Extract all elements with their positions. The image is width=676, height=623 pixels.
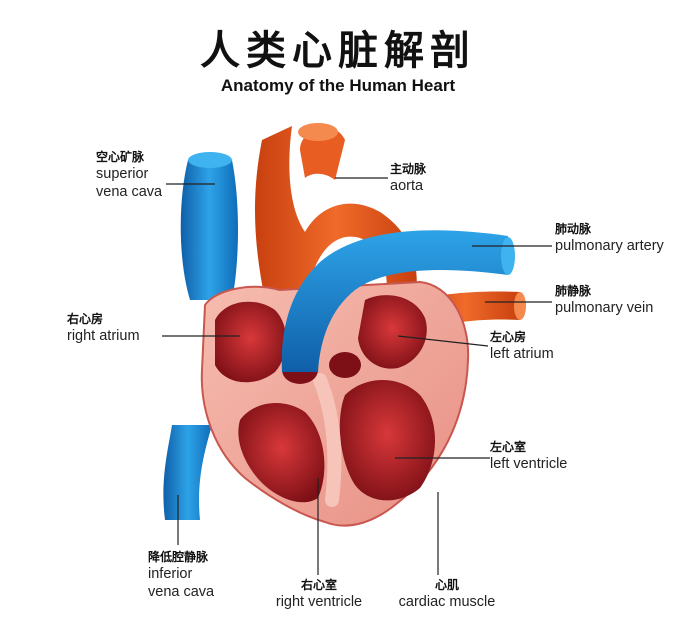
label-cardiac-muscle: 心肌 cardiac muscle: [388, 578, 506, 611]
left-ventricle-chamber: [340, 380, 435, 500]
superior-vena-cava-vessel: [181, 160, 238, 300]
label-inferior-vena-cava: 降低腔静脉 inferior vena cava: [148, 550, 214, 601]
label-inferior-vena-cava-en-2: vena cava: [148, 583, 214, 601]
label-pulmonary-vein-zh: 肺静脉: [555, 284, 653, 299]
label-pulmonary-artery-zh: 肺动脉: [555, 222, 664, 237]
label-pulmonary-artery-en: pulmonary artery: [555, 237, 664, 255]
label-left-ventricle-zh: 左心室: [490, 440, 567, 455]
label-right-atrium-zh: 右心房: [67, 312, 140, 327]
label-left-ventricle: 左心室 left ventricle: [490, 440, 567, 473]
label-cardiac-muscle-en: cardiac muscle: [388, 593, 506, 611]
label-right-ventricle: 右心室 right ventricle: [262, 578, 376, 611]
label-left-atrium: 左心房 left atrium: [490, 330, 554, 363]
label-left-ventricle-en: left ventricle: [490, 455, 567, 473]
label-right-ventricle-en: right ventricle: [262, 593, 376, 611]
right-atrium-chamber: [215, 302, 286, 383]
label-left-atrium-zh: 左心房: [490, 330, 554, 345]
label-right-atrium-en: right atrium: [67, 327, 140, 345]
label-pulmonary-vein: 肺静脉 pulmonary vein: [555, 284, 653, 317]
inferior-vena-cava-vessel: [163, 425, 212, 520]
label-right-atrium: 右心房 right atrium: [67, 312, 140, 345]
label-pulmonary-vein-en: pulmonary vein: [555, 299, 653, 317]
label-left-atrium-en: left atrium: [490, 345, 554, 363]
label-inferior-vena-cava-zh: 降低腔静脉: [148, 550, 214, 565]
label-superior-vena-cava: 空心矿脉 superior vena cava: [96, 150, 162, 201]
label-aorta-zh: 主动脉: [390, 162, 426, 177]
label-superior-vena-cava-en-1: superior: [96, 165, 162, 183]
label-aorta: 主动脉 aorta: [390, 162, 426, 195]
label-right-ventricle-zh: 右心室: [262, 578, 376, 593]
label-superior-vena-cava-en-2: vena cava: [96, 183, 162, 201]
label-cardiac-muscle-zh: 心肌: [388, 578, 506, 593]
label-superior-vena-cava-zh: 空心矿脉: [96, 150, 162, 165]
label-aorta-en: aorta: [390, 177, 426, 195]
label-pulmonary-artery: 肺动脉 pulmonary artery: [555, 222, 664, 255]
label-inferior-vena-cava-en-1: inferior: [148, 565, 214, 583]
